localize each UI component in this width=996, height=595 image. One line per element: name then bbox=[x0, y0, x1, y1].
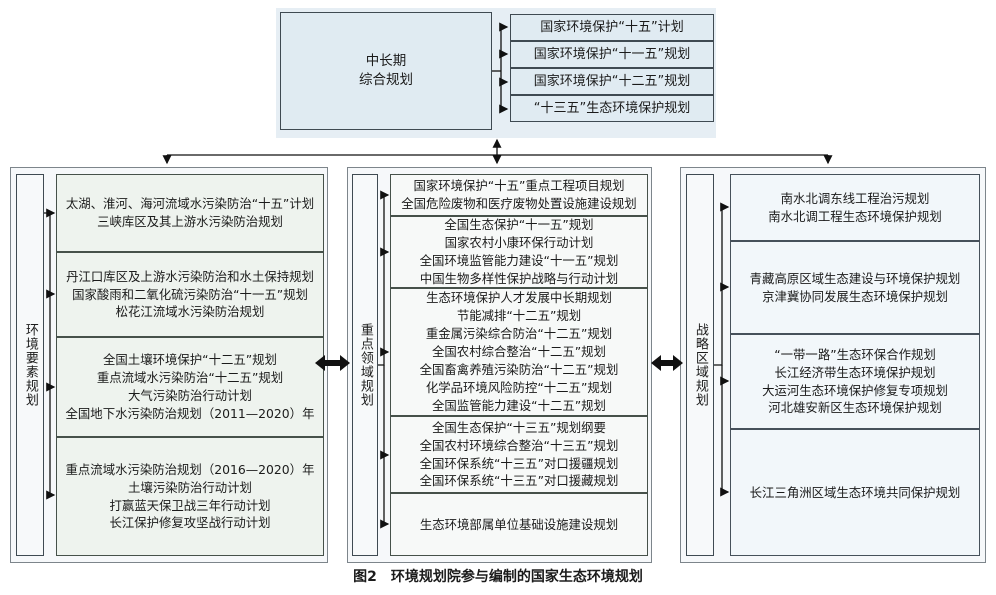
right-cell-2-line-2: 京津冀协同发展生态环境保护规划 bbox=[762, 288, 948, 304]
right-cell-1: 南水北调东线工程治污规划 南水北调工程生态环境保护规划 bbox=[730, 174, 980, 241]
mid-cell-4-line-1: 全国生态保护“十三五”规划纲要 bbox=[432, 419, 606, 435]
mid-cell-1-line-2: 全国危险废物和医疗废物处置设施建设规划 bbox=[401, 196, 637, 211]
right-cell-4-line-1: 长江三角洲区域生态环境共同保护规划 bbox=[749, 484, 961, 500]
figure-caption-label: 图2 bbox=[353, 569, 377, 585]
top-plan-box-1: 国家环境保护“十五”计划 bbox=[510, 14, 714, 41]
mid-cell-3-line-2: 节能减排“十二五”规划 bbox=[456, 308, 582, 324]
mid-cell-3-line-4: 全国农村综合整治“十二五”规划 bbox=[432, 344, 606, 359]
left-cell-4-line-2: 土壤污染防治行动计划 bbox=[128, 479, 252, 495]
mid-cell-5-line-1: 生态环境部属单位基础设施建设规划 bbox=[419, 516, 619, 532]
left-cell-3-line-4: 全国地下水污染防治规划（2011—2020）年 bbox=[65, 405, 315, 421]
mid-cell-3-line-6: 化学品环境风险防控“十二五”规划 bbox=[425, 379, 613, 395]
right-cell-3-line-1: “一带一路”生态环保合作规划 bbox=[774, 346, 936, 362]
right-cell-1-line-2: 南水北调工程生态环境保护规划 bbox=[768, 208, 942, 224]
left-cell-4-line-3: 打赢蓝天保卫战三年行动计划 bbox=[109, 497, 271, 513]
figure-caption-text: 环境规划院参与编制的国家生态环境规划 bbox=[390, 569, 643, 585]
mid-cell-1: 国家环境保护“十五”重点工程项目规划 全国危险废物和医疗废物处置设施建设规划 bbox=[390, 174, 648, 216]
mid-cell-4-line-4: 全国环保系统“十三五”对口援藏规划 bbox=[419, 473, 619, 489]
spine-label-environmental-elements: 环境要素规划 bbox=[16, 174, 44, 556]
left-cell-4-line-4: 长江保护修复攻坚战行动计划 bbox=[109, 515, 271, 531]
mid-cell-2-line-1: 全国生态保护“十一五”规划 bbox=[444, 217, 594, 233]
mid-cell-3-line-3: 重金属污染综合防治“十二五”规划 bbox=[425, 326, 613, 342]
mid-cell-3: 生态环境保护人才发展中长期规划 节能减排“十二五”规划 重金属污染综合防治“十二… bbox=[390, 288, 648, 416]
right-cell-1-line-1: 南水北调东线工程治污规划 bbox=[780, 190, 930, 206]
left-cell-1: 太湖、淮河、海河流域水污染防治“十五”计划 三峡库区及其上游水污染防治规划 bbox=[56, 174, 324, 252]
root-box-midlong-comprehensive-plan: 中长期 综合规划 bbox=[280, 12, 492, 130]
mid-cell-3-line-5: 全国畜禽养殖污染防治“十二五”规划 bbox=[419, 361, 619, 377]
mid-cell-4: 全国生态保护“十三五”规划纲要 全国农村环境综合整治“十三五”规划 全国环保系统… bbox=[390, 416, 648, 493]
root-box-line1: 中长期 bbox=[365, 53, 407, 70]
spine-text-right: 战略区域规划 bbox=[692, 323, 708, 407]
root-box-line2: 综合规划 bbox=[359, 72, 413, 88]
top-plan-box-3: 国家环境保护“十二五”规划 bbox=[510, 68, 714, 95]
mid-cell-1-line-1: 国家环境保护“十五”重点工程项目规划 bbox=[413, 178, 625, 194]
right-cell-3-line-2: 长江经济带生态环境保护规划 bbox=[774, 364, 936, 380]
left-cell-4-line-1: 重点流域水污染防治规划（2016—2020）年 bbox=[65, 461, 315, 477]
left-cell-3-line-3: 大气污染防治行动计划 bbox=[128, 388, 252, 403]
left-cell-2-line-2: 国家酸雨和二氧化硫污染防治“十一五”规划 bbox=[72, 286, 308, 302]
mid-cell-4-line-2: 全国农村环境综合整治“十三五”规划 bbox=[419, 437, 619, 453]
spine-label-key-areas: 重点领域规划 bbox=[352, 174, 378, 556]
left-cell-3: 全国土壤环境保护“十二五”规划 重点流域水污染防治“十二五”规划 大气污染防治行… bbox=[56, 337, 324, 437]
spine-text-left: 环境要素规划 bbox=[22, 323, 38, 407]
top-plan-box-4: “十三五”生态环境保护规划 bbox=[510, 95, 714, 122]
top-plan-label-1: 国家环境保护“十五”计划 bbox=[540, 19, 684, 35]
left-cell-1-line-1: 太湖、淮河、海河流域水污染防治“十五”计划 bbox=[65, 196, 315, 212]
mid-cell-2-line-4: 中国生物多样性保护战略与行动计划 bbox=[419, 270, 619, 286]
mid-cell-4-line-3: 全国环保系统“十三五”对口援疆规划 bbox=[419, 455, 619, 471]
bidirectional-arrow-mid-right bbox=[651, 355, 683, 371]
left-cell-1-line-2: 三峡库区及其上游水污染防治规划 bbox=[97, 214, 283, 229]
left-cell-2: 丹江口库区及上游水污染防治和水土保持规划 国家酸雨和二氧化硫污染防治“十一五”规… bbox=[56, 252, 324, 337]
left-cell-2-line-3: 松花江流域水污染防治规划 bbox=[115, 304, 265, 320]
mid-cell-2-line-2: 国家农村小康环保行动计划 bbox=[444, 235, 594, 251]
spine-text-mid: 重点领域规划 bbox=[357, 323, 373, 407]
top-plan-label-3: 国家环境保护“十二五”规划 bbox=[533, 73, 691, 89]
figure-caption: 图2 环境规划院参与编制的国家生态环境规划 bbox=[0, 566, 996, 586]
spine-label-strategic-regions: 战略区域规划 bbox=[686, 174, 714, 556]
top-plan-label-2: 国家环境保护“十一五”规划 bbox=[533, 46, 691, 62]
right-cell-3: “一带一路”生态环保合作规划 长江经济带生态环境保护规划 大运河生态环境保护修复… bbox=[730, 334, 980, 429]
mid-cell-5: 生态环境部属单位基础设施建设规划 bbox=[390, 493, 648, 556]
right-cell-3-line-4: 河北雄安新区生态环境保护规划 bbox=[768, 400, 942, 416]
mid-cell-3-line-1: 生态环境保护人才发展中长期规划 bbox=[426, 290, 612, 306]
right-cell-2: 青藏高原区域生态建设与环境保护规划 京津冀协同发展生态环境保护规划 bbox=[730, 241, 980, 334]
left-cell-4: 重点流域水污染防治规划（2016—2020）年 土壤污染防治行动计划 打赢蓝天保… bbox=[56, 437, 324, 556]
mid-cell-3-line-7: 全国监管能力建设“十二五”规划 bbox=[432, 397, 606, 413]
mid-cell-2-line-3: 全国环境监管能力建设“十一五”规划 bbox=[419, 253, 619, 268]
right-cell-4: 长江三角洲区域生态环境共同保护规划 bbox=[730, 429, 980, 556]
right-cell-3-line-3: 大运河生态环境保护修复专项规划 bbox=[762, 382, 948, 398]
left-cell-3-line-2: 重点流域水污染防治“十二五”规划 bbox=[96, 370, 284, 386]
top-plan-box-2: 国家环境保护“十一五”规划 bbox=[510, 41, 714, 68]
mid-cell-2: 全国生态保护“十一五”规划 国家农村小康环保行动计划 全国环境监管能力建设“十一… bbox=[390, 216, 648, 288]
top-plan-label-4: “十三五”生态环境保护规划 bbox=[533, 100, 691, 116]
left-cell-3-line-1: 全国土壤环境保护“十二五”规划 bbox=[103, 352, 277, 368]
left-cell-2-line-1: 丹江口库区及上游水污染防治和水土保持规划 bbox=[66, 268, 314, 284]
right-cell-2-line-1: 青藏高原区域生态建设与环境保护规划 bbox=[749, 270, 961, 286]
